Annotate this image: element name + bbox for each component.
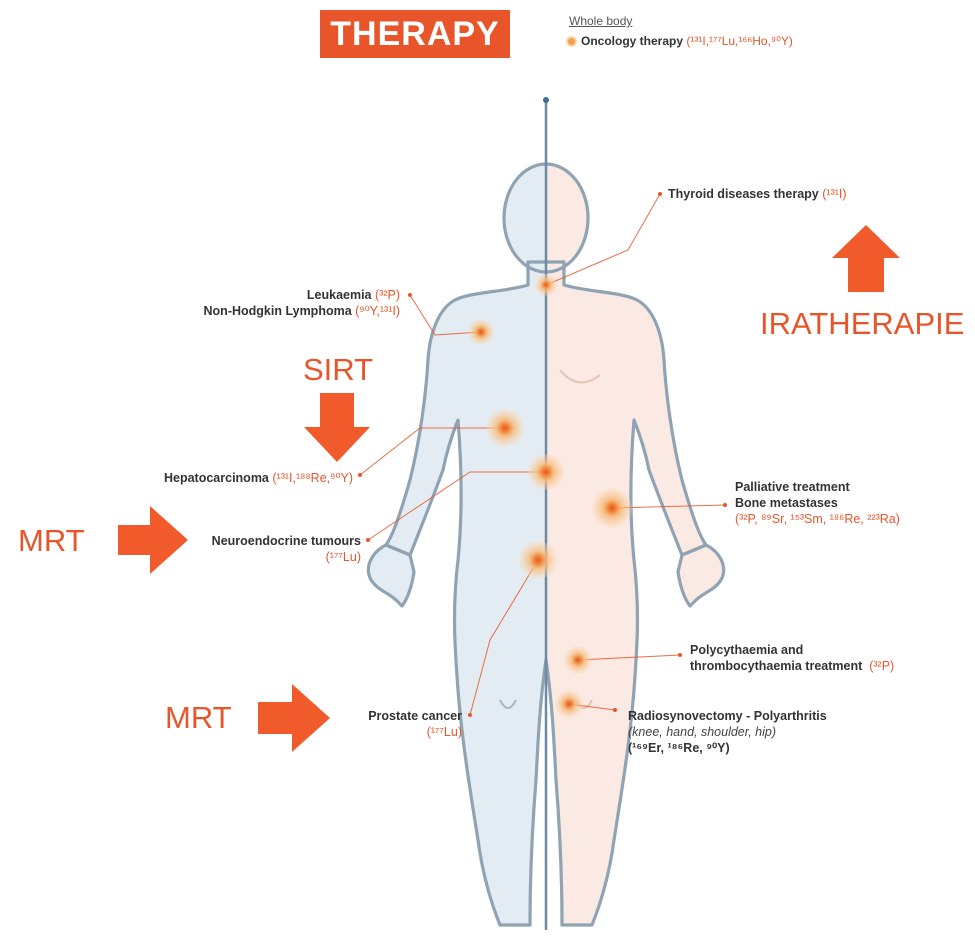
label-prostate-isotopes: (¹⁷⁷Lu)	[330, 724, 462, 740]
label-radio-isotopes: (¹⁶⁹Er, ¹⁸⁶Re, ⁹⁰Y)	[628, 740, 827, 756]
label-palliative-isotopes: (³²P, ⁸⁹Sr, ¹⁵³Sm, ¹⁸⁶Re, ²²³Ra)	[735, 511, 900, 527]
label-palliative-line1: Palliative treatment	[735, 479, 900, 495]
label-radiosynovectomy: Radiosynovectomy - Polyarthritis (knee, …	[628, 708, 827, 756]
hotspot-bone	[592, 488, 632, 528]
hotspot-shoulder	[468, 319, 494, 345]
label-radio-line1: Radiosynovectomy - Polyarthritis	[628, 708, 827, 724]
overlay-mrt-1: MRT	[18, 523, 85, 559]
label-poly-line1: Polycythaemia and	[690, 642, 894, 658]
hotspot-thyroid	[535, 274, 557, 296]
label-poly-line2: thrombocythaemia treatment	[690, 659, 862, 673]
hotspot-thigh	[564, 646, 592, 674]
label-radio-line2: (knee, hand, shoulder, hip)	[628, 724, 827, 740]
label-prostate-text: Prostate cancer	[330, 708, 462, 724]
legend-item-label: Oncology therapy	[581, 34, 683, 48]
label-leukaemia-text: Leukaemia	[307, 288, 372, 302]
overlay-mrt-2: MRT	[165, 700, 232, 736]
label-hepato-text: Hepatocarcinoma	[164, 471, 269, 485]
label-hepato-isotopes: (¹³¹I,¹⁸⁸Re,⁹⁰Y)	[272, 471, 353, 485]
label-prostate: Prostate cancer (¹⁷⁷Lu)	[330, 708, 462, 740]
legend-item: Oncology therapy (¹³¹I,¹⁷⁷Lu,¹⁶⁶Ho,⁹⁰Y)	[566, 34, 793, 48]
therapy-badge: THERAPY	[320, 10, 510, 58]
legend-heading: Whole body	[569, 14, 632, 28]
label-neuroendocrine: Neuroendocrine tumours (¹⁷⁷Lu)	[185, 533, 361, 565]
overlay-iratherapie: IRATHERAPIE	[760, 306, 964, 342]
label-palliative-line2: Bone metastases	[735, 495, 900, 511]
arrow-right-mrt2	[258, 684, 330, 752]
hotspot-pelvis	[519, 541, 557, 579]
legend-item-isotopes: (¹³¹I,¹⁷⁷Lu,¹⁶⁶Ho,⁹⁰Y)	[686, 34, 793, 48]
label-palliative: Palliative treatment Bone metastases (³²…	[735, 479, 900, 527]
label-neuro-text: Neuroendocrine tumours	[185, 533, 361, 549]
hotspot-liver	[486, 409, 524, 447]
arrow-up-iratherapie	[832, 225, 900, 292]
hotspot-abdomen	[528, 454, 564, 490]
arrow-right-mrt1	[118, 506, 188, 574]
label-nhl-isotopes: (⁹⁰Y,¹³¹I)	[355, 304, 400, 318]
legend-dot-icon	[568, 38, 575, 45]
label-thyroid-text: Thyroid diseases therapy	[668, 187, 819, 201]
hotspot-knee	[555, 690, 583, 718]
label-poly-isotopes: (³²P)	[869, 659, 894, 673]
overlay-sirt: SIRT	[303, 352, 373, 388]
label-neuro-isotopes: (¹⁷⁷Lu)	[185, 549, 361, 565]
arrow-down-sirt	[304, 393, 370, 462]
label-polycythaemia: Polycythaemia and thrombocythaemia treat…	[690, 642, 894, 674]
label-leukaemia-isotopes: (³²P)	[375, 288, 400, 302]
label-leukaemia: Leukaemia (³²P) Non-Hodgkin Lymphoma (⁹⁰…	[165, 287, 400, 319]
label-nhl-text: Non-Hodgkin Lymphoma	[204, 304, 352, 318]
label-thyroid: Thyroid diseases therapy (¹³¹I)	[668, 186, 847, 202]
label-hepatocarcinoma: Hepatocarcinoma (¹³¹I,¹⁸⁸Re,⁹⁰Y)	[115, 470, 353, 486]
label-thyroid-isotopes: (¹³¹I)	[822, 187, 846, 201]
